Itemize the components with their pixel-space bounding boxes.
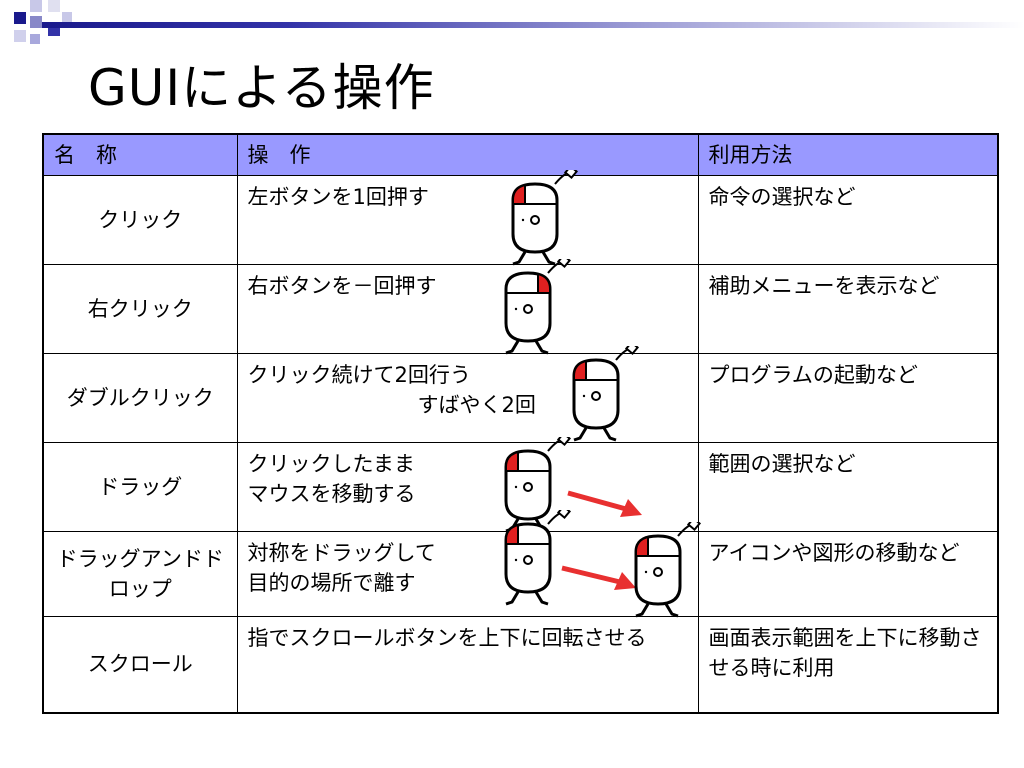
row-usage-cell: 範囲の選択など	[697, 442, 999, 532]
row-operation-cell: クリックしたまま マウスを移動する	[236, 437, 699, 533]
row-operation-cell: 対称をドラッグして 目的の場所で離す	[236, 510, 701, 618]
mouse-icon	[572, 346, 639, 442]
row-name-cell: 右クリック	[42, 264, 238, 354]
operation-text: 対称をドラッグして	[247, 541, 436, 565]
column-header-usage: 利用方法	[697, 133, 999, 176]
mouse-icon	[634, 522, 701, 618]
row-usage-cell: 補助メニューを表示など	[697, 264, 999, 354]
column-header-operation: 操 作	[236, 133, 699, 176]
right-arrow-icon	[560, 565, 636, 590]
column-header-name: 名 称	[42, 133, 238, 176]
mouse-icon	[511, 170, 578, 266]
operation-text: 右ボタンを－回押す	[247, 274, 437, 298]
right-arrow-icon	[566, 490, 642, 517]
operation-text: クリック続けて2回行う	[247, 363, 471, 387]
mouse-icon	[504, 259, 571, 355]
row-name-cell: クリック	[42, 175, 238, 265]
mouse-icon	[504, 510, 571, 606]
table-row: 右クリック 右ボタンを－回押す 補助メニューを表示など	[42, 259, 999, 355]
row-usage-cell: 画面表示範囲を上下に移動させる時に利用	[697, 616, 999, 713]
row-name-cell: スクロール	[42, 616, 238, 713]
row-operation-cell: 指でスクロールボタンを上下に回転させる	[236, 616, 699, 713]
row-operation-cell: 右ボタンを－回押す	[236, 259, 699, 355]
table-row: ドラッグアンドドロップ 対称をドラッグして 目的の場所で離す	[42, 510, 999, 618]
operations-table: 名 称 操 作 利用方法 クリック 左ボタンを1回押す	[42, 133, 999, 714]
row-name-cell: ドラッグアンドドロップ	[42, 531, 238, 617]
table-header-row: 名 称 操 作 利用方法	[42, 133, 999, 176]
row-usage-cell: アイコンや図形の移動など	[697, 531, 999, 617]
mouse-icon	[504, 437, 571, 533]
row-name-cell: ドラッグ	[42, 442, 238, 532]
operation-text: すばやく2回	[417, 393, 536, 417]
row-operation-cell: クリック続けて2回行う すばやく2回	[236, 346, 699, 443]
title-underline-bar	[42, 22, 1024, 28]
operation-text: 目的の場所で離す	[247, 571, 416, 595]
operation-text: マウスを移動する	[247, 482, 416, 506]
table-row: スクロール 指でスクロールボタンを上下に回転させる 画面表示範囲を上下に移動させ…	[42, 616, 999, 713]
row-name-cell: ダブルクリック	[42, 353, 238, 443]
row-usage-cell: 命令の選択など	[697, 175, 999, 265]
row-operation-cell: 左ボタンを1回押す	[236, 170, 699, 266]
row-usage-cell: プログラムの起動など	[697, 353, 999, 443]
operation-text: 左ボタンを1回押す	[247, 185, 429, 209]
table-row: クリック 左ボタンを1回押す 命令の選択など	[42, 170, 999, 266]
table-row: ドラッグ クリックしたまま マウスを移動する	[42, 437, 999, 533]
page-title: GUIによる操作	[88, 59, 435, 117]
table-row: ダブルクリック クリック続けて2回行う すばやく2回 プログラムの起動など	[42, 346, 999, 443]
operation-text: クリックしたまま	[247, 452, 415, 476]
